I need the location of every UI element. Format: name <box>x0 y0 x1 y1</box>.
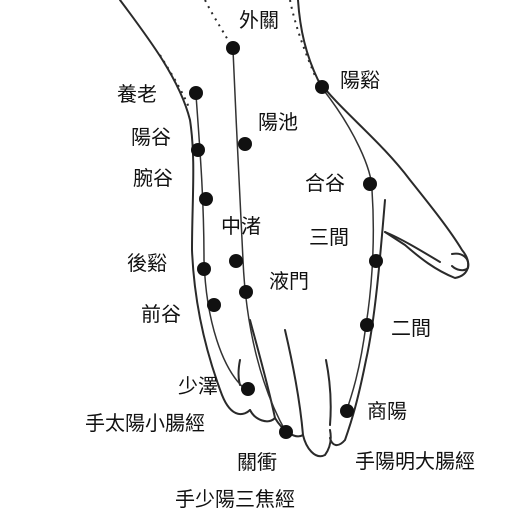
small-intestine-line <box>195 94 247 391</box>
thumb-inner-outline <box>384 231 441 263</box>
point-hegu <box>363 177 377 191</box>
ring-finger-line <box>249 319 276 419</box>
label-houxi: 後谿 <box>127 251 167 275</box>
middle-finger-line <box>284 329 304 436</box>
finger-crease-1 <box>325 359 332 426</box>
label-zhongzhu: 中渚 <box>221 214 261 238</box>
label-yangxi: 陽谿 <box>340 68 380 92</box>
point-yangchi <box>238 137 252 151</box>
label-wangu: 腕谷 <box>133 166 173 190</box>
label-yangchi: 陽池 <box>258 110 298 134</box>
hand-left-outline <box>119 0 251 416</box>
finger-crease-2 <box>237 359 241 386</box>
label-yemen: 液門 <box>269 269 309 293</box>
point-yemen <box>239 285 253 299</box>
point-houxi <box>197 262 211 276</box>
triple-burner-line <box>232 49 287 433</box>
forearm-dotted-center <box>204 0 233 49</box>
point-zhongzhu <box>229 254 243 268</box>
label-waiguan: 外關 <box>239 8 279 32</box>
thumb-nail <box>451 252 470 272</box>
point-qiangu <box>207 298 221 312</box>
label-large-intestine-meridian: 手陽明大腸經 <box>355 449 475 473</box>
point-waiguan <box>226 41 240 55</box>
label-guanchong: 關衝 <box>237 450 277 474</box>
label-small-intestine-meridian: 手太陽小腸經 <box>85 411 205 435</box>
point-shaoze <box>241 382 255 396</box>
forearm-dotted-right <box>289 0 317 79</box>
label-yanggu: 陽谷 <box>131 125 171 149</box>
point-shangyang <box>340 404 354 418</box>
label-hegu: 合谷 <box>305 171 345 195</box>
label-sanjian: 三間 <box>309 225 349 249</box>
label-triple-burner-meridian: 手少陽三焦經 <box>175 487 295 511</box>
point-yangxi <box>315 80 329 94</box>
label-shangyang: 商陽 <box>367 399 407 423</box>
forearm-right-outline <box>297 0 470 279</box>
point-guanchong <box>279 425 293 439</box>
label-qiangu: 前谷 <box>141 302 181 326</box>
point-erjian <box>360 318 374 332</box>
label-erjian: 二間 <box>391 316 431 340</box>
point-sanjian <box>369 254 383 268</box>
point-yanglao <box>189 86 203 100</box>
index-finger-outline <box>329 199 386 446</box>
label-yanglao: 養老 <box>117 82 157 106</box>
forearm-dotted-left <box>159 54 191 111</box>
point-wangu <box>199 192 213 206</box>
point-yanggu <box>191 143 205 157</box>
label-shaoze: 少澤 <box>178 374 218 398</box>
